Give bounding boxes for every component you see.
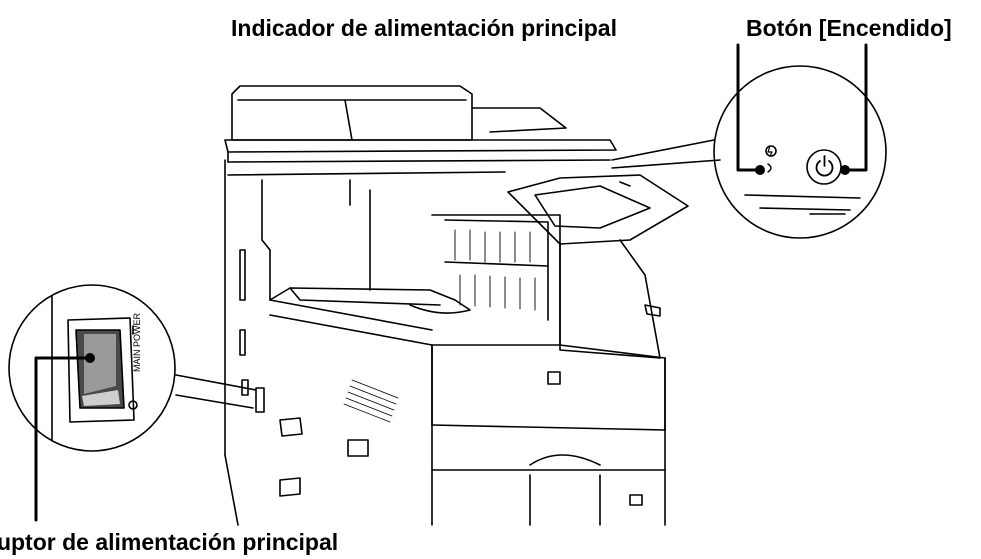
power-panel-callout (611, 65, 887, 239)
main-power-switch-label: ruptor de alimentación principal (0, 529, 339, 555)
main-power-indicator-label: Indicador de alimentación principal (231, 15, 617, 41)
printer-lower-body (224, 249, 666, 526)
leader-lines (34, 43, 868, 522)
power-indicator-icon (765, 145, 777, 157)
power-button-icon (815, 155, 834, 177)
document-feeder (224, 85, 617, 163)
operation-panel (507, 174, 689, 359)
main-power-switch-callout (8, 284, 257, 452)
printer-upper-body (224, 159, 611, 456)
leader-dots (85, 165, 850, 363)
switch-plate-text: MAIN POWER (132, 312, 142, 372)
vent-grille (343, 379, 399, 423)
output-tray-slats (454, 229, 536, 311)
power-button-label: Botón [Encendido] (746, 15, 952, 41)
